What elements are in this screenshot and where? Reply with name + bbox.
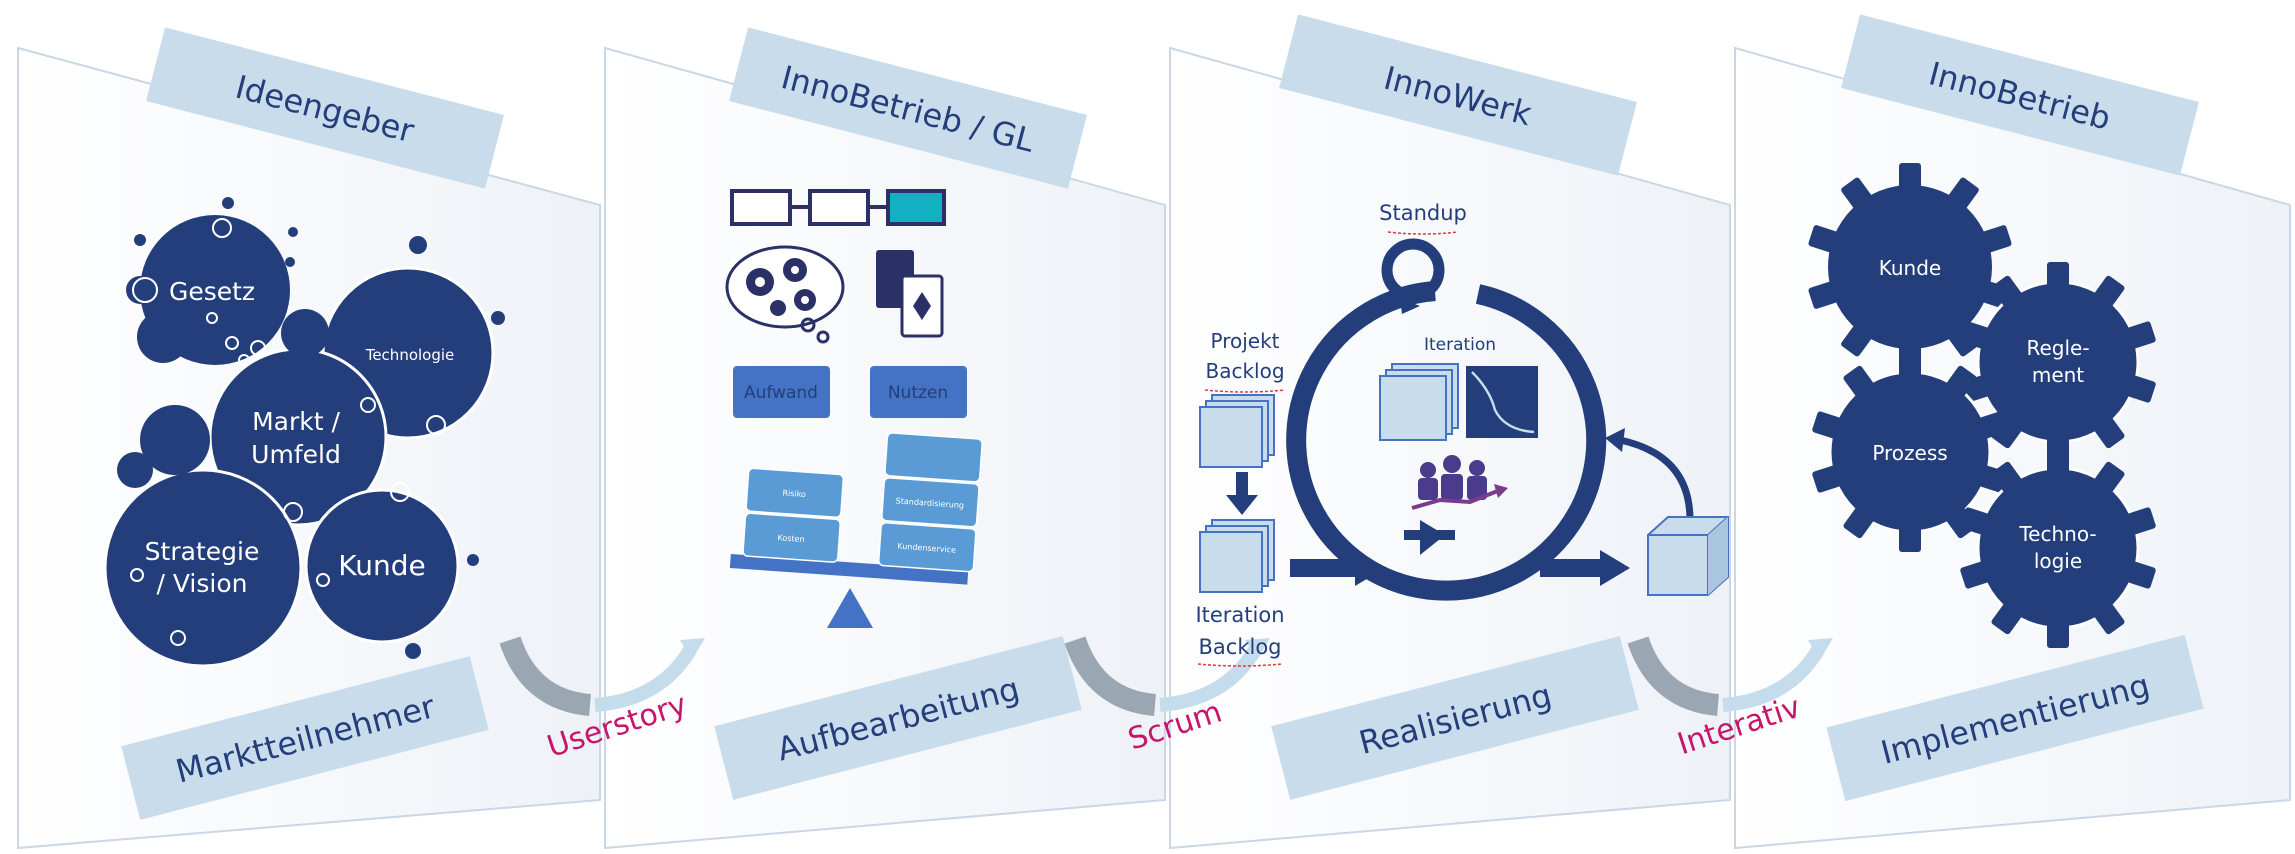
iteration-loop-icon: [1286, 281, 1607, 601]
gear-reglement-label-1: Regle-: [2026, 336, 2089, 360]
scale-fulcrum: [827, 588, 873, 628]
team-icon: [1411, 455, 1508, 510]
block-kosten: Kosten: [777, 533, 805, 544]
curved-arrow-icon: [594, 646, 697, 712]
projekt-backlog: Projekt Backlog: [1199, 329, 1286, 515]
gear-prozess-label: Prozess: [1872, 441, 1947, 465]
bubble-gesetz-label: Gesetz: [169, 277, 255, 306]
block-kundenservice: Kundenservice: [897, 542, 956, 555]
right-arrow-icon: [1355, 550, 1385, 586]
bottom-banner-3: Realisierung: [1271, 636, 1639, 800]
bubble-strategie: [103, 468, 303, 668]
bubble-highlights: [130, 218, 446, 646]
standup-label: Standup: [1379, 201, 1467, 225]
scrum-cycle: Standup Iteration: [1286, 201, 1607, 601]
flow-arrows: [1290, 428, 1694, 586]
iteration-backlog-documents-icon: [1199, 519, 1275, 593]
gears: [1808, 163, 2156, 648]
bubble-markt-label-2: Umfeld: [251, 440, 341, 469]
bubble-technologie-label: Technologie: [365, 346, 455, 364]
bubble-strategie-label-2: / Vision: [157, 569, 248, 598]
curved-arrow-icon: [1159, 646, 1262, 712]
cards-icon: [876, 250, 944, 338]
cloud-gears-icon: [725, 245, 845, 344]
bubble-labels: Gesetz Technologie Markt / Umfeld Strate…: [145, 277, 455, 598]
gear-technologie: [1960, 448, 2156, 648]
nutzen-label: Nutzen: [888, 383, 948, 403]
gear-kunde-label: Kunde: [1879, 256, 1941, 280]
iteration-backlog-label-1: Iteration: [1195, 603, 1284, 627]
gear-technologie-label-1: Techno-: [2018, 522, 2096, 546]
increment-cube-icon: [1647, 516, 1729, 596]
block-risiko: Risiko: [782, 488, 806, 499]
documents-icon: [1379, 363, 1459, 441]
aufwand-label: Aufwand: [744, 383, 818, 403]
gear-labels: Kunde Regle- ment Prozess Techno- logie: [1872, 256, 2096, 573]
chain-icon: [730, 189, 946, 226]
gear-technologie-label-2: logie: [2034, 549, 2082, 573]
nutzen-box: Nutzen: [870, 366, 967, 418]
bubble-strategie-label-1: Strategie: [145, 537, 260, 566]
right-arrow-icon: [1600, 550, 1630, 586]
gear-reglement: [1960, 262, 2156, 462]
projekt-backlog-label-1: Projekt: [1210, 329, 1279, 353]
down-arrow-icon: [1226, 495, 1258, 515]
iteration-label: Iteration: [1424, 335, 1496, 355]
block-empty: [884, 432, 983, 483]
bubble-kunde-label: Kunde: [338, 549, 425, 582]
bubble-cluster: [103, 197, 505, 668]
iteration-backlog: Iteration Backlog: [1195, 519, 1285, 667]
backlog-documents-icon: [1199, 394, 1275, 468]
bubble-kunde: [304, 488, 460, 644]
bubble-markt-label-1: Markt /: [252, 407, 340, 436]
curved-arrow-icon: [1722, 646, 1825, 712]
projekt-backlog-label-2: Backlog: [1205, 359, 1284, 383]
aufwand-box: Aufwand: [733, 366, 830, 418]
gear-reglement-label-2: ment: [2032, 363, 2084, 387]
curved-arrow-icon: [1605, 428, 1625, 452]
chart-icon: [1466, 366, 1538, 438]
curved-arrow-icon: [499, 636, 592, 716]
curved-arrow-icon: [1064, 636, 1157, 716]
curved-arrow-icon: [1627, 636, 1720, 716]
iteration-backlog-label-2: Backlog: [1199, 635, 1282, 659]
balance-scale: Risiko Kosten Standardisierung Kundenser…: [729, 432, 983, 628]
